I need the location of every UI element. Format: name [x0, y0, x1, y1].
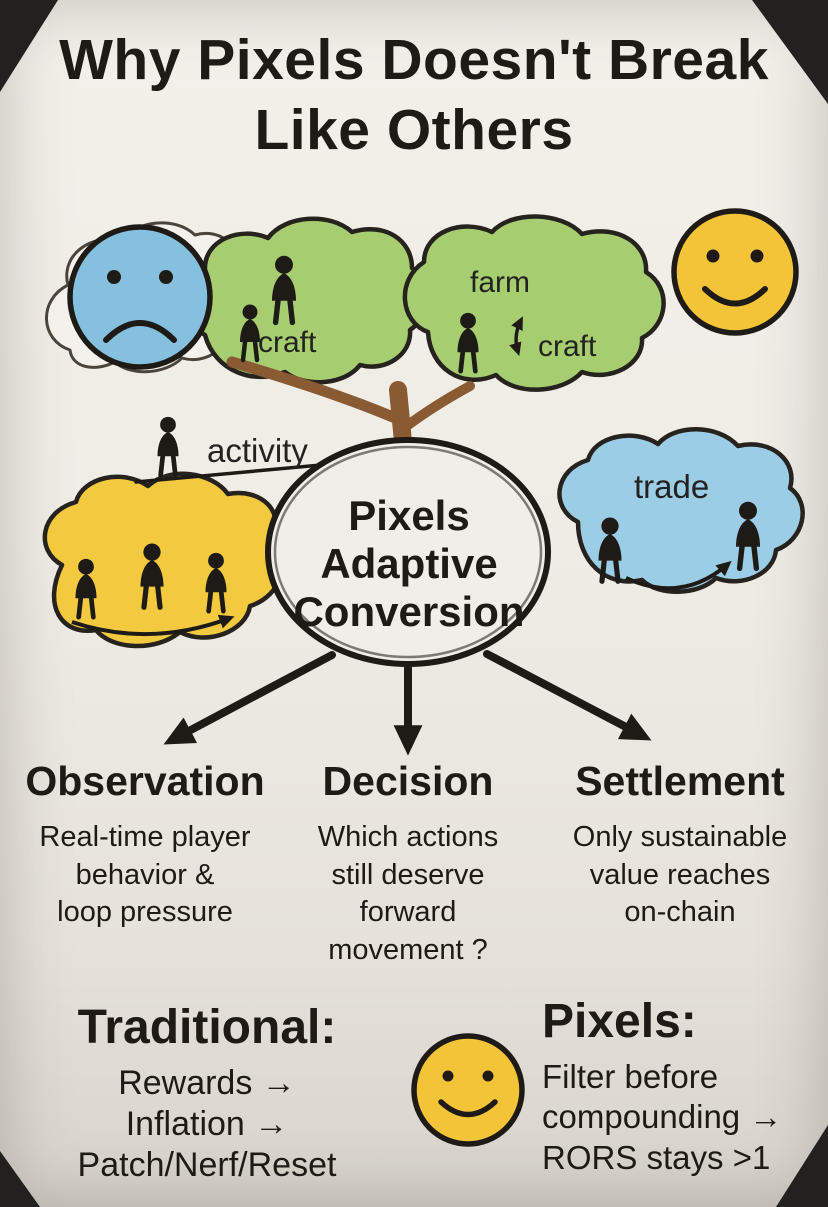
pixels-body: Filter before compounding → RORS stays >…: [542, 1058, 783, 1176]
sad-face-icon: [67, 224, 213, 370]
person-icon-activity: [158, 417, 179, 475]
column-decision-heading: Decision: [322, 758, 494, 804]
farm-craft-arrow-icon: [509, 316, 523, 357]
label-craft-left: craft: [258, 326, 317, 359]
label-activity: activity: [207, 432, 308, 469]
traditional-item: Rewards →: [118, 1064, 296, 1102]
label-trade: trade: [634, 468, 710, 505]
column-settlement: Settlement Only sustainable value reache…: [548, 758, 812, 932]
traditional-item: Patch/Nerf/Reset: [77, 1145, 337, 1184]
pixels-block: Pixels: Filter before compounding → RORS…: [542, 994, 824, 1178]
smiley-icon-top-right: [671, 208, 799, 336]
label-craft-right: craft: [538, 330, 597, 363]
column-decision: Decision Which actions still deserve for…: [284, 758, 532, 970]
blue-cloud: [557, 427, 805, 594]
yellow-cloud-arrow-icon: [71, 614, 235, 637]
traditional-heading: Traditional:: [77, 1001, 337, 1054]
arrow-to-settlement: [483, 650, 652, 741]
traditional-item: Inflation →: [125, 1104, 289, 1143]
column-decision-body: Which actions still deserve forward move…: [317, 821, 499, 967]
column-settlement-body: Only sustainable value reaches on-chain: [572, 821, 788, 929]
yellow-cloud: [42, 471, 285, 649]
green-cloud-right: [402, 214, 666, 392]
arrow-to-observation: [163, 651, 336, 745]
column-observation-heading: Observation: [25, 758, 265, 804]
column-settlement-heading: Settlement: [575, 758, 785, 804]
label-farm: farm: [470, 266, 530, 299]
smiley-icon-bottom: [411, 1033, 525, 1147]
activity-baseline: [134, 462, 334, 484]
traditional-block: Traditional: Rewards → Inflation → Patch…: [32, 1000, 382, 1185]
pixels-heading: Pixels:: [542, 995, 697, 1048]
column-observation: Observation Real-time player behavior & …: [14, 758, 276, 932]
column-observation-body: Real-time player behavior & loop pressur…: [39, 821, 251, 929]
center-node-label: Pixels Adaptive Conversion: [293, 492, 525, 635]
trade-arrow-icon: [625, 560, 732, 591]
poster-title: Why Pixels Doesn't Break Like Others: [59, 28, 769, 162]
